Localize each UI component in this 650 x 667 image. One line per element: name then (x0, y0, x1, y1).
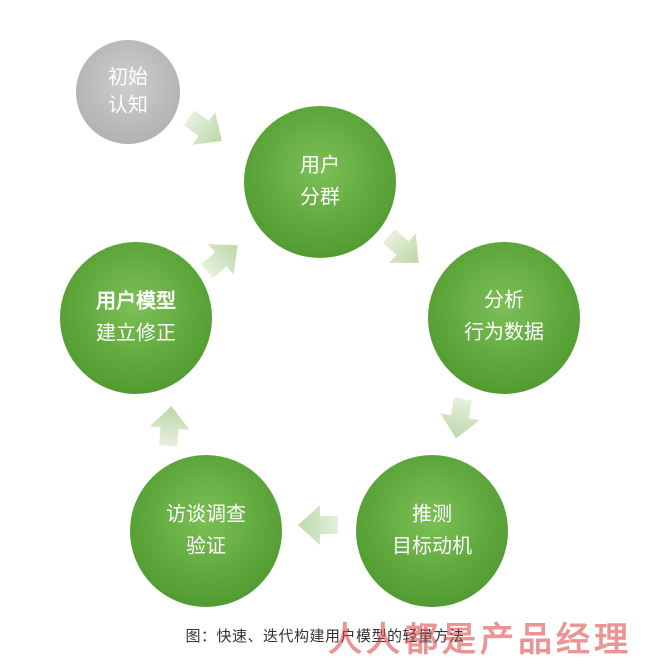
node-interview: 访谈调查 验证 (130, 455, 282, 607)
arrow-motivation-to-interview (298, 505, 338, 545)
node-motivation: 推测 目标动机 (356, 455, 508, 607)
node-motivation-circle (356, 455, 508, 607)
node-user-grouping-line2: 分群 (300, 185, 340, 209)
node-user-grouping: 用户 分群 (244, 106, 396, 258)
node-motivation-line2: 目标动机 (392, 534, 472, 558)
node-behavior-data: 分析 行为数据 (428, 242, 580, 394)
node-user-grouping-line1: 用户 (300, 153, 340, 177)
node-user-grouping-circle (244, 106, 396, 258)
arrow-user-grouping-to-behavior-data (382, 229, 419, 263)
node-user-model-line1: 用户模型 (96, 289, 176, 313)
node-interview-line2: 验证 (186, 534, 226, 558)
node-initial-circle (76, 40, 180, 144)
arrow-interview-to-user-model (149, 406, 190, 447)
node-behavior-data-circle (428, 242, 580, 394)
node-user-model-line2: 建立修正 (96, 321, 176, 345)
node-behavior-data-line2: 行为数据 (464, 320, 544, 344)
figure-caption: 图：快速、迭代构建用户模型的轻量方法 (185, 627, 465, 645)
node-motivation-line1: 推测 (412, 502, 452, 526)
node-initial: 初始 认知 (76, 40, 180, 144)
arrow-user-model-to-user-grouping (201, 244, 238, 278)
node-initial-line1: 初始 (108, 65, 148, 89)
node-initial-line2: 认知 (108, 93, 148, 117)
arrow-initial-to-user-grouping (183, 110, 222, 145)
node-behavior-data-line1: 分析 (484, 288, 524, 312)
watermark-logo: 人人都是产品经理 (328, 620, 632, 660)
node-interview-line1: 访谈调查 (166, 502, 246, 526)
arrow-behavior-data-to-motivation (440, 397, 480, 439)
node-user-model-circle (60, 242, 212, 394)
node-user-model: 用户模型 建立修正 (60, 242, 212, 394)
arrows-group (149, 110, 480, 545)
node-interview-circle (130, 455, 282, 607)
